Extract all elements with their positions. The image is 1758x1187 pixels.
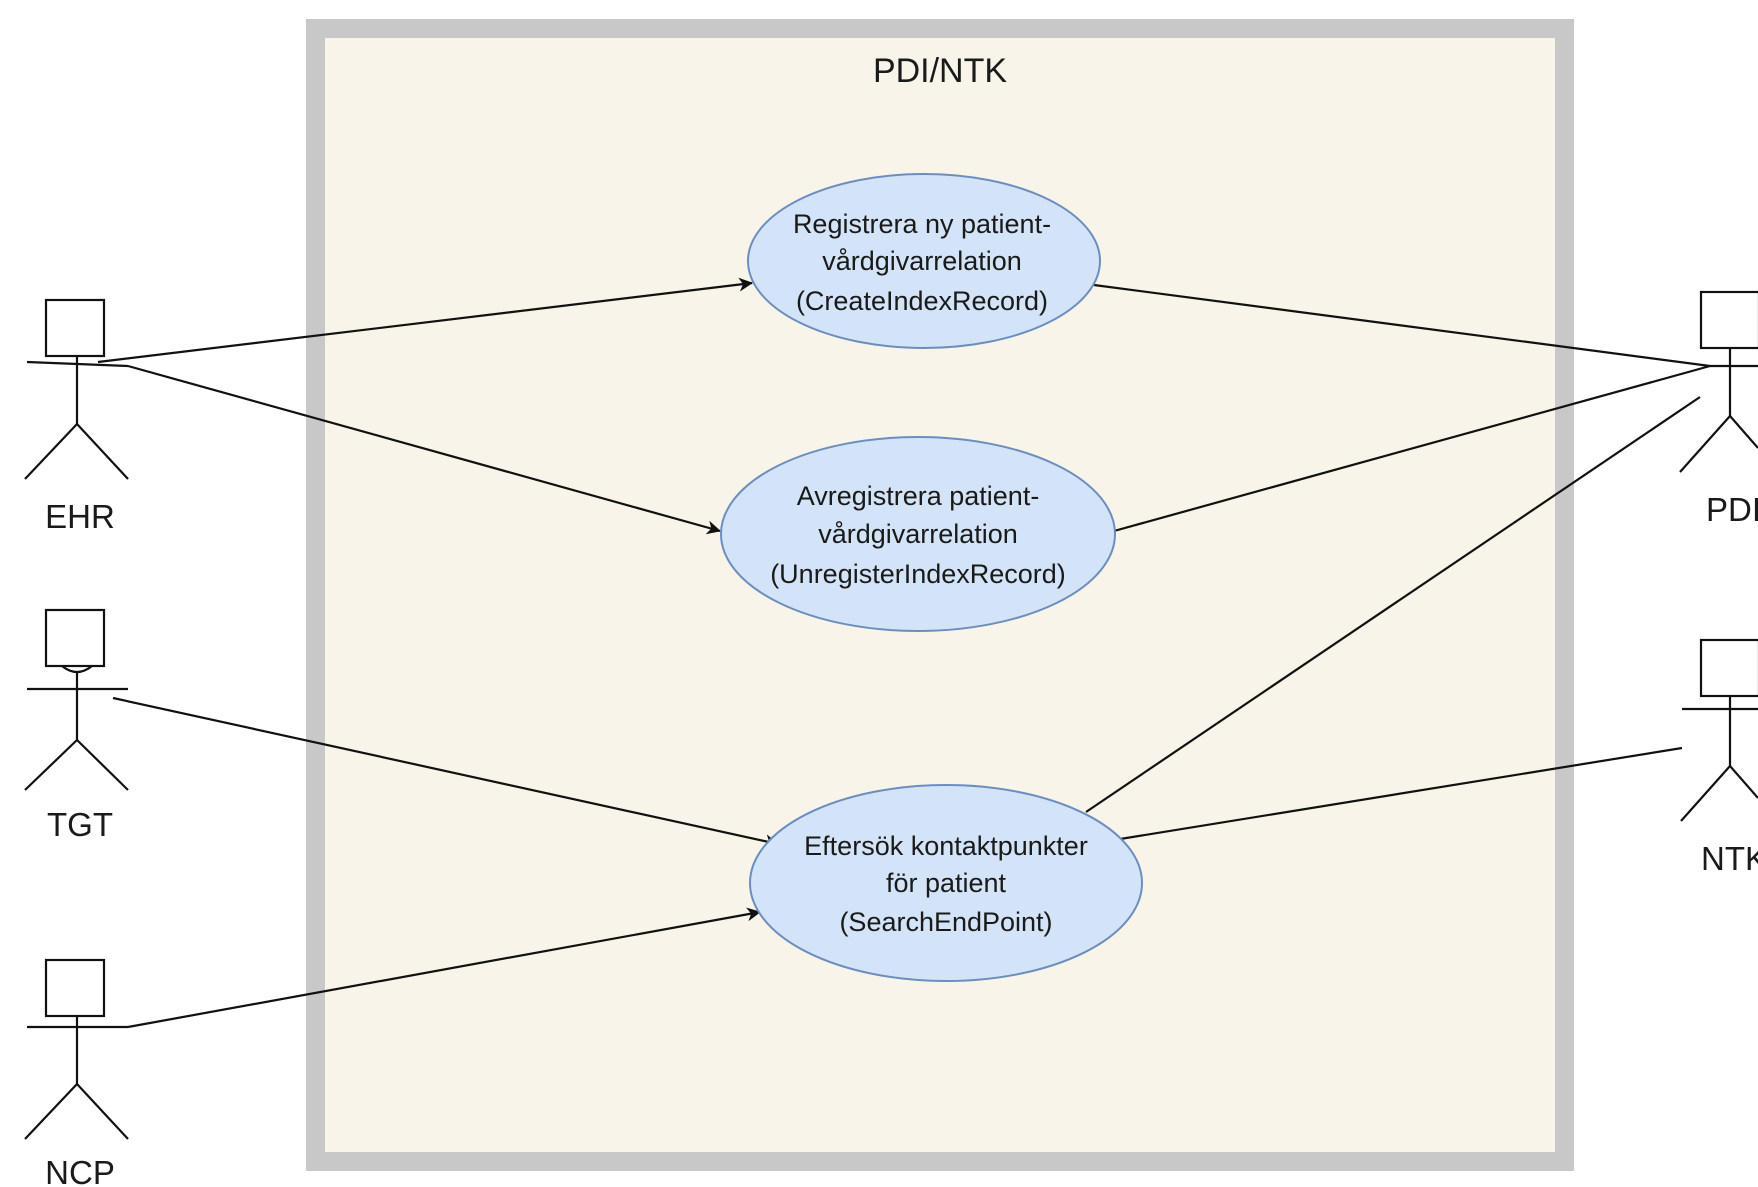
- register-to-pdi-line: [1093, 283, 1711, 368]
- use-case-unregister-line-2: vårdgivarrelation: [818, 519, 1018, 549]
- actor-tgt[interactable]: TGT: [24, 608, 129, 843]
- ehr-to-register-arrow: [97, 277, 753, 364]
- system-title: PDI/NTK: [873, 52, 1007, 90]
- actor-ncp-label: NCP: [45, 1154, 115, 1187]
- actor-ntk-head-icon: [1699, 638, 1758, 698]
- unregister-to-pdi-line: [1113, 364, 1711, 533]
- use-case-register[interactable]: Registrera ny patient- vårdgivarrelation…: [747, 173, 1101, 349]
- actor-pdi-right-leg: [1729, 415, 1758, 449]
- actor-pdi-label: PDI: [1706, 491, 1758, 528]
- actor-tgt-label: TGT: [47, 806, 113, 843]
- use-case-register-line-2: vårdgivarrelation: [822, 246, 1022, 276]
- use-case-search-line-1: Eftersök kontaktpunkter: [804, 831, 1088, 861]
- use-case-unregister-line-1: Avregistrera patient-: [797, 481, 1040, 511]
- use-case-unregister[interactable]: Avregistrera patient- vårdgivarrelation …: [720, 436, 1116, 632]
- actor-ntk-label: NTK: [1701, 840, 1758, 877]
- actor-ntk[interactable]: NTK: [1680, 638, 1758, 877]
- search-to-ntk-line: [1113, 746, 1683, 842]
- use-case-unregister-line-3: (UnregisterIndexRecord): [770, 559, 1066, 589]
- actor-ehr[interactable]: EHR: [24, 298, 129, 535]
- actor-ehr-left-leg: [24, 423, 78, 480]
- actor-tgt-right-leg: [76, 739, 129, 791]
- use-case-register-ellipse: [747, 173, 1101, 349]
- actor-ntk-left-leg: [1680, 765, 1731, 822]
- use-case-search-line-2: för patient: [886, 868, 1007, 898]
- actor-ncp-right-leg: [76, 1083, 129, 1140]
- use-case-unregister-ellipse: [720, 436, 1116, 632]
- ncp-to-search-arrow: [127, 907, 761, 1029]
- actor-pdi-left-leg: [1679, 415, 1731, 473]
- actor-ncp-head-icon: [44, 958, 106, 1018]
- use-case-search-ellipse: [749, 784, 1143, 982]
- use-case-search[interactable]: Eftersök kontaktpunkter för patient (Sea…: [749, 784, 1143, 982]
- actor-ehr-head-icon: [44, 298, 106, 358]
- actor-pdi-head-icon: [1699, 290, 1758, 350]
- actor-ntk-right-leg: [1729, 765, 1758, 799]
- actor-ehr-right-leg: [76, 423, 129, 480]
- actor-ncp[interactable]: NCP: [24, 958, 129, 1187]
- actor-tgt-head-icon: [44, 608, 106, 668]
- use-case-register-line-3: (CreateIndexRecord): [796, 286, 1048, 316]
- use-case-register-line-1: Registrera ny patient-: [793, 209, 1051, 239]
- use-case-search-line-3: (SearchEndPoint): [839, 907, 1052, 937]
- tgt-to-search-arrow: [112, 696, 779, 849]
- actor-pdi[interactable]: PDI: [1679, 290, 1758, 528]
- actor-ncp-left-leg: [24, 1083, 78, 1140]
- associations: [97, 277, 1711, 1029]
- actor-tgt-left-leg: [24, 739, 78, 791]
- actor-ehr-label: EHR: [45, 498, 115, 535]
- search-to-pdi-line: [1085, 396, 1701, 813]
- ehr-to-unregister-arrow: [127, 364, 721, 535]
